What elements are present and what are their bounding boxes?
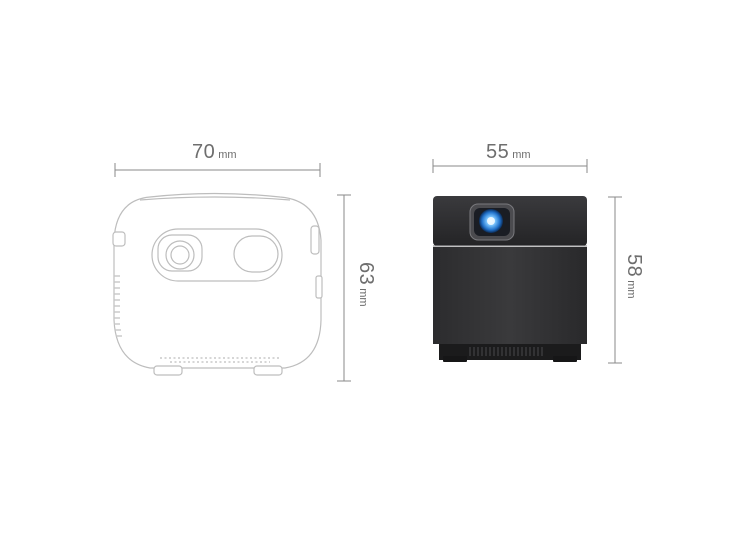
left-width-unit: mm <box>218 149 237 161</box>
right-height-value: 58 <box>623 254 645 278</box>
right-height-dimension-line <box>608 196 622 364</box>
outline-side-vents <box>114 275 122 337</box>
outline-vent-grille <box>160 357 280 363</box>
left-width-dimension-line <box>114 163 321 177</box>
right-width-unit: mm <box>512 149 531 161</box>
right-height-label: 58 mm <box>622 254 645 299</box>
right-height-unit: mm <box>625 280 637 299</box>
left-height-unit: mm <box>357 288 369 307</box>
cube-body <box>433 247 587 344</box>
left-height-label: 63 mm <box>354 262 377 307</box>
left-width-value: 70 <box>192 141 216 163</box>
left-height-value: 63 <box>355 262 377 286</box>
outline-body <box>112 192 323 376</box>
dark-cube-device <box>433 196 587 362</box>
left-height-dimension-line <box>337 194 351 382</box>
right-width-value: 55 <box>486 141 510 163</box>
right-width-dimension-line <box>432 159 588 173</box>
